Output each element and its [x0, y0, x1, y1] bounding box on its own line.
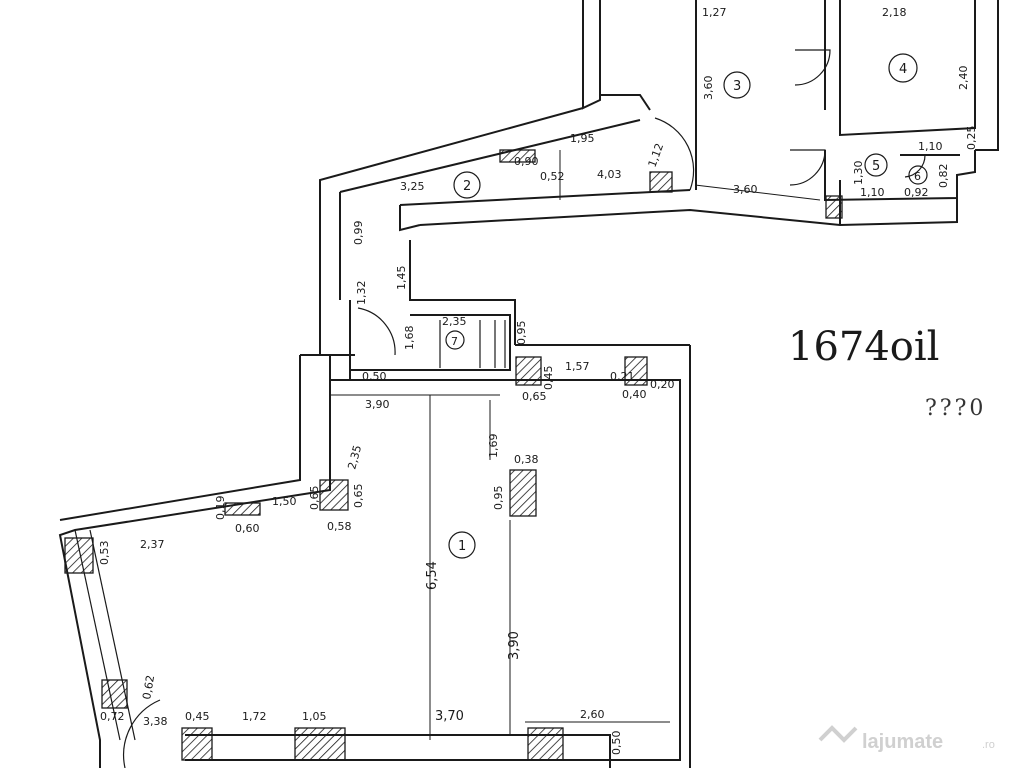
dim-label: 1,72	[242, 710, 267, 723]
dim-label: 0,21	[610, 370, 635, 383]
dim-label: 1,50	[272, 495, 297, 508]
dim-label: 0,65	[522, 390, 547, 403]
dim-label: 2,40	[957, 66, 970, 91]
dim-label: 0,50	[362, 370, 387, 383]
dim-label: 1,10	[918, 140, 943, 153]
room-number: 2	[463, 179, 471, 194]
room-7-walls	[349, 300, 511, 371]
dim-label: 0,82	[937, 164, 950, 189]
dim-label: 0,58	[327, 520, 352, 533]
handwritten-annotation: 1674oil	[788, 324, 939, 370]
dim-label: 2,35	[442, 315, 467, 328]
room-1-hatches	[64, 149, 648, 761]
dim-label: 1,27	[702, 6, 727, 19]
dim-label: 0,45	[185, 710, 210, 723]
watermark: lajumate .ro	[818, 725, 995, 753]
dim-label: 1,12	[646, 142, 667, 169]
dim-label: 0,50	[610, 731, 623, 756]
dim-label: 1,10	[860, 186, 885, 199]
room-1-walls	[58, 344, 691, 768]
room-number: 4	[899, 62, 907, 77]
dim-label: 0,65	[308, 486, 321, 511]
dim-label: 0,60	[235, 522, 260, 535]
dim-label: 4,03	[597, 168, 622, 181]
dim-label: 0,20	[650, 378, 675, 391]
dim-label: 3,70	[435, 709, 464, 724]
dim-label: 1,69	[487, 434, 500, 459]
room-number: 3	[733, 79, 741, 94]
dim-label: 0,62	[140, 674, 157, 700]
dim-label: 3,90	[365, 398, 390, 411]
dim-label: 0,99	[352, 221, 365, 246]
dim-label: 0,45	[542, 366, 555, 391]
watermark-suffix: .ro	[982, 739, 995, 751]
wall-pillar	[649, 171, 673, 193]
handwritten-annotation-small: ???0	[925, 396, 986, 421]
dim-label: 1,95	[570, 132, 595, 145]
room-markers: 1 2 3 4 5 6 7	[445, 53, 928, 559]
room-number: 5	[872, 159, 880, 174]
dim-label: 2,18	[882, 6, 907, 19]
dim-label: 0,92	[904, 186, 929, 199]
dim-label: 0,25	[965, 126, 978, 151]
dim-label: 0,19	[214, 496, 227, 521]
room-number: 1	[458, 539, 466, 554]
dim-label: 1,32	[355, 281, 368, 306]
dim-label: 0,38	[514, 453, 539, 466]
corridor-walls	[319, 107, 695, 356]
dim-label: 3,25	[400, 180, 425, 193]
dim-label: 2,60	[580, 708, 605, 721]
dim-label: 0,53	[98, 541, 111, 566]
dim-label: 1,05	[302, 710, 327, 723]
watermark-brand: lajumate	[862, 731, 943, 753]
room-number: 7	[451, 335, 458, 348]
dim-label: 3,90	[507, 631, 522, 660]
dim-label: 0,95	[492, 486, 505, 511]
dim-label: 1,68	[403, 326, 416, 351]
dim-label: 1,30	[852, 161, 865, 186]
wall-pillar	[825, 195, 843, 219]
dim-label: 2,35	[345, 444, 364, 471]
dim-label: 0,72	[100, 710, 125, 723]
dim-label: 2,37	[140, 538, 165, 551]
dimension-lines	[330, 10, 821, 740]
dim-label: 6,54	[425, 561, 440, 590]
dim-label: 3,60	[733, 183, 758, 196]
dim-label: 0,90	[514, 155, 539, 168]
dim-label: 0,95	[515, 321, 528, 346]
dim-label: 0,40	[622, 388, 647, 401]
dim-label: 1,57	[565, 360, 590, 373]
room-number: 6	[914, 170, 921, 183]
dim-label: 3,38	[143, 715, 168, 728]
dim-label: 0,52	[540, 170, 565, 183]
dimension-labels: 1,27 2,18 3,60 2,40 1,95 0,90 1,12 4,03 …	[98, 6, 978, 755]
dim-label: 1,45	[395, 266, 408, 291]
dim-label: 0,65	[352, 484, 365, 509]
dim-label: 3,60	[702, 76, 715, 101]
